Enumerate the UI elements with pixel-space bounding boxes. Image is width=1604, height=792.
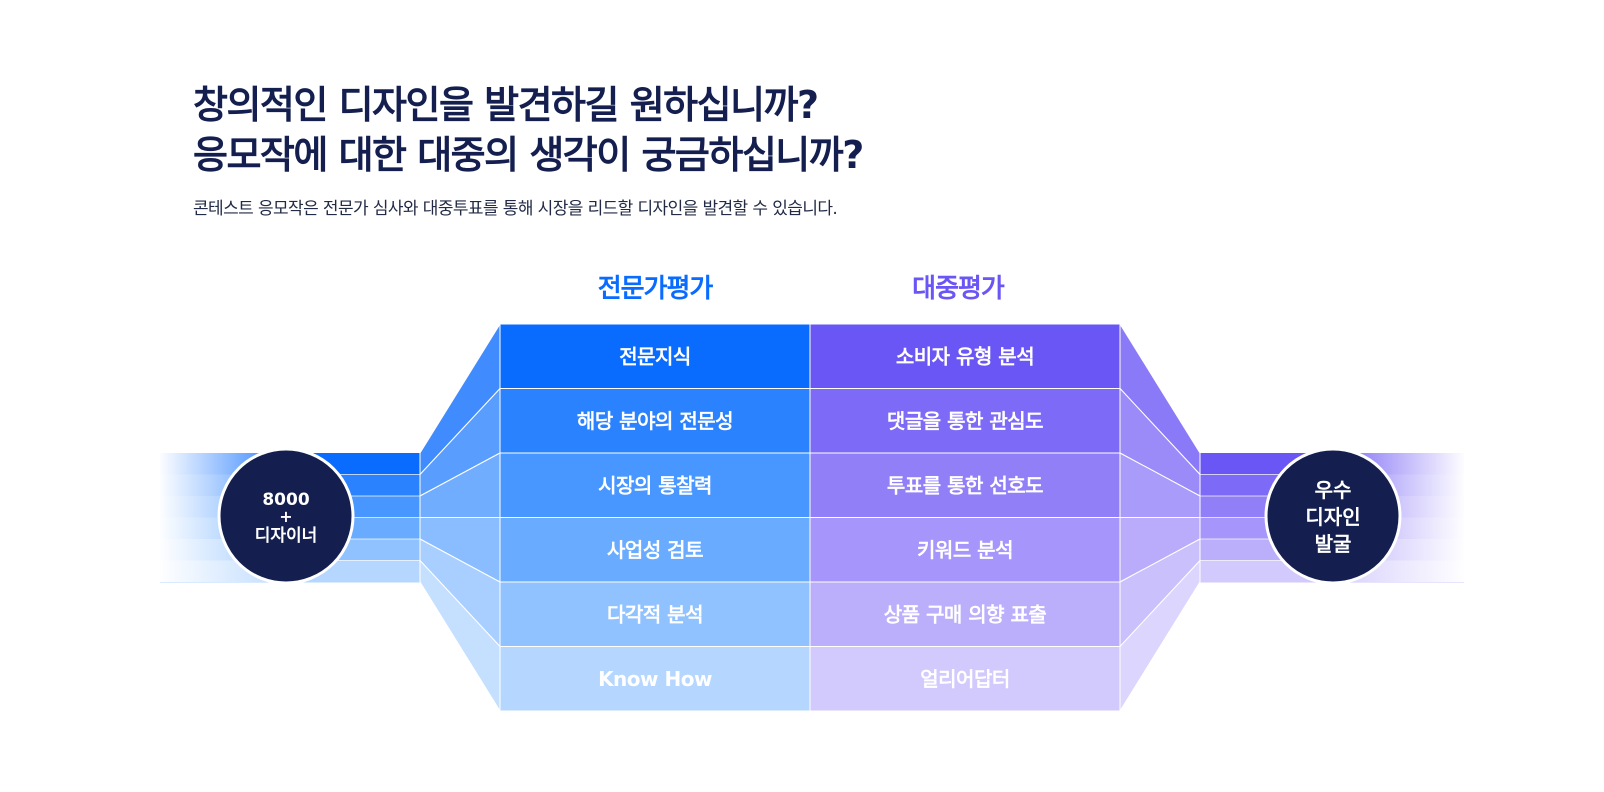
public-row — [809, 452, 1121, 518]
expert-row — [499, 452, 811, 518]
expert-column-title: 전문가평가 — [598, 274, 714, 304]
right-funnel — [1119, 322, 1201, 713]
page-title: 창의적인 디자인을 발견하길 원하십니까? 응모작에 대한 대중의 생각이 궁금… — [193, 80, 1493, 180]
public-row — [809, 581, 1121, 647]
expert-row-label: 시장의 통찰력 — [598, 473, 712, 497]
public-row — [809, 323, 1121, 389]
public-row-label: 댓글을 통한 관심도 — [887, 409, 1043, 433]
expert-row-label: 다각적 분석 — [607, 602, 703, 626]
title-line-2: 응모작에 대한 대중의 생각이 궁금하십니까? — [193, 133, 864, 177]
expert-row-label: 해당 분야의 전문성 — [577, 409, 733, 433]
designers-plus: + — [279, 507, 292, 526]
result-circle: 우수 디자인 발굴 — [1264, 447, 1402, 585]
public-row-label: 소비자 유형 분석 — [896, 344, 1034, 368]
public-row — [809, 517, 1121, 583]
public-row-label: 상품 구매 의향 표출 — [884, 602, 1047, 626]
public-row — [809, 646, 1121, 712]
public-row — [809, 388, 1121, 454]
designers-circle: 8000 + 디자이너 — [217, 447, 355, 585]
designers-count: 8000 — [262, 490, 309, 510]
result-line-2: 디자인 — [1305, 505, 1360, 529]
public-row-label: 키워드 분석 — [917, 538, 1013, 562]
expert-row-label: 사업성 검토 — [607, 538, 703, 562]
designers-label: 디자이너 — [255, 526, 318, 546]
expert-row — [499, 646, 811, 712]
expert-row-label: 전문지식 — [619, 344, 691, 368]
expert-row — [499, 517, 811, 583]
public-row-label: 투표를 통한 선호도 — [887, 473, 1043, 497]
public-row-label: 얼리어답터 — [920, 667, 1010, 691]
left-funnel — [419, 322, 501, 713]
result-line-3: 발굴 — [1315, 532, 1352, 556]
public-column-title: 대중평가 — [912, 274, 1005, 304]
expert-row — [499, 581, 811, 647]
title-line-1: 창의적인 디자인을 발견하길 원하십니까? — [193, 83, 819, 127]
expert-row-label: Know How — [598, 667, 712, 691]
hero-section: 창의적인 디자인을 발견하길 원하십니까? 응모작에 대한 대중의 생각이 궁금… — [193, 80, 1493, 219]
expert-row — [499, 323, 811, 389]
page-subtitle: 콘테스트 응모작은 전문가 심사와 대중투표를 통해 시장을 리드할 디자인을 … — [193, 199, 838, 219]
result-line-1: 우수 — [1315, 478, 1352, 502]
